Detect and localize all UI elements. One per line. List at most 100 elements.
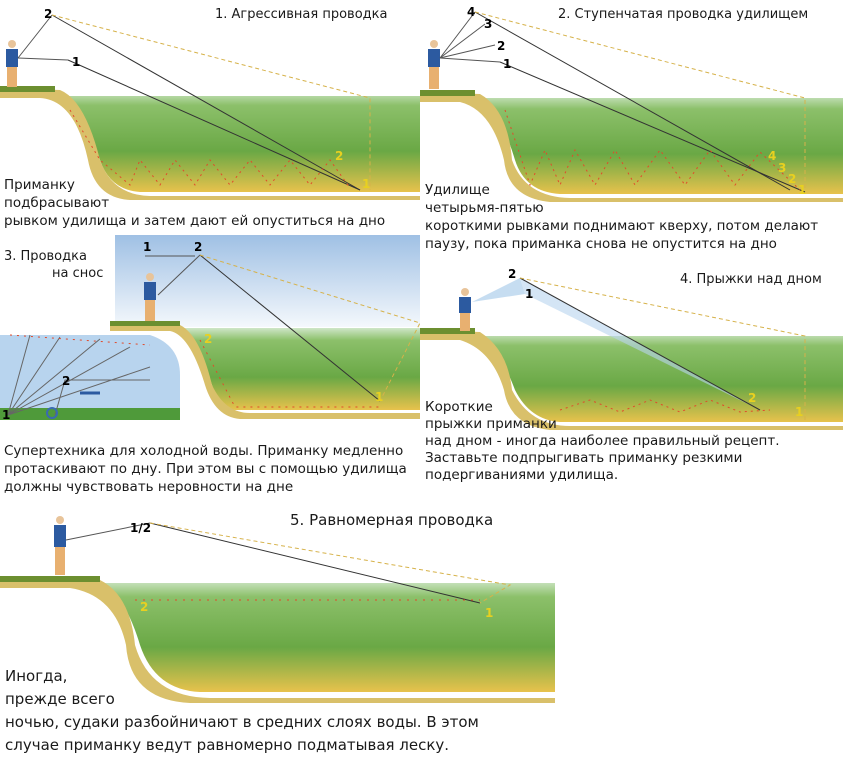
lure-label: 2 bbox=[335, 149, 343, 163]
rod-label: 1/2 bbox=[130, 521, 151, 535]
caption-line: протаскивают по дну. При этом вы с помощ… bbox=[4, 461, 407, 477]
fishing-line bbox=[199, 254, 381, 402]
angler-top-icon bbox=[46, 407, 58, 419]
shore bbox=[420, 92, 843, 202]
rod-label: 2 bbox=[194, 240, 202, 254]
panel-5-illustration: 1/2 2 1 bbox=[0, 516, 555, 703]
lure-label: 1 bbox=[485, 606, 493, 620]
rod-label: 1 bbox=[72, 55, 80, 69]
caption-line: прежде всего bbox=[5, 690, 115, 708]
shore bbox=[0, 88, 420, 200]
caption-line: над дном - иногда наиболее правильный ре… bbox=[425, 433, 780, 449]
panel-title: 2. Ступенчатая проводка удилищем bbox=[558, 7, 809, 22]
panel-steady-retrieve: 1/2 2 1 5. Равномерная проводка Иногда, … bbox=[0, 495, 555, 768]
grass bbox=[0, 86, 55, 92]
caption-line: паузу, пока приманка снова не опустится … bbox=[425, 236, 777, 252]
panel-title: 1. Агрессивная проводка bbox=[215, 7, 388, 22]
fishing-line bbox=[499, 61, 806, 193]
lure-label: 2 bbox=[788, 172, 796, 186]
panel-1-illustration: 2 1 2 1 bbox=[0, 7, 420, 200]
fishing-line bbox=[67, 59, 361, 191]
caption-line: подбрасывают bbox=[4, 195, 110, 211]
caption-line: Удилище bbox=[425, 182, 490, 198]
lure-label: 2 bbox=[140, 600, 148, 614]
caption-line: случае приманку ведут равномерно подматы… bbox=[5, 736, 450, 754]
rod-position-2 bbox=[157, 254, 201, 296]
caption-line: короткими рывками поднимают кверху, пото… bbox=[425, 218, 819, 234]
rod-position bbox=[439, 11, 476, 59]
grass bbox=[0, 576, 100, 582]
fishing-line bbox=[51, 14, 361, 191]
rod-label: 2 bbox=[497, 39, 505, 53]
lure-label: 1 bbox=[795, 405, 803, 419]
rod-position-1 bbox=[17, 57, 69, 61]
panel-title: 3. Проводка bbox=[4, 249, 87, 264]
water bbox=[420, 332, 843, 422]
caption-line: Иногда, bbox=[5, 667, 68, 685]
panel-2-illustration: 4 3 2 1 4 3 2 1 bbox=[420, 5, 843, 202]
lure-path bbox=[559, 399, 771, 413]
caption-line: Приманку bbox=[4, 177, 75, 193]
lure-label: 1 bbox=[798, 183, 806, 197]
shore bbox=[420, 330, 843, 430]
dashed-trajectory bbox=[149, 522, 512, 604]
water bbox=[0, 90, 420, 192]
angler-icon bbox=[6, 40, 18, 87]
water bbox=[420, 94, 843, 194]
caption-line: Заставьте подпрыгивать приманку резкими bbox=[425, 450, 743, 466]
lure-label: 2 bbox=[204, 332, 212, 346]
shore bbox=[0, 578, 555, 703]
dashed-trajectory bbox=[474, 11, 806, 190]
panel-drift-retrieve: 1 2 2 1 2 1 3. Проводка на снос Супертех… bbox=[0, 235, 420, 495]
inset-label: 2 bbox=[62, 374, 70, 388]
rod-label: 1 bbox=[525, 287, 533, 301]
water bbox=[180, 328, 420, 410]
rod-position bbox=[439, 44, 496, 59]
rod-label: 1 bbox=[143, 240, 151, 254]
caption-line: подергиваниями удилища. bbox=[425, 467, 619, 483]
caption-line: Короткие bbox=[425, 399, 493, 415]
fishing-line bbox=[474, 11, 791, 191]
rod-position bbox=[439, 57, 501, 63]
angler-icon bbox=[428, 40, 440, 89]
lure-label: 2 bbox=[748, 391, 756, 405]
angler-icon bbox=[144, 273, 156, 321]
rod bbox=[65, 522, 151, 541]
angler-icon bbox=[459, 288, 471, 331]
inset-label: 1 bbox=[2, 408, 10, 422]
panel-bottom-hops: 2 1 2 1 4. Прыжки над дном Короткие прыж… bbox=[420, 260, 843, 490]
panel-title: 5. Равномерная проводка bbox=[290, 511, 494, 529]
rod-label: 2 bbox=[508, 267, 516, 281]
rod-label: 3 bbox=[484, 17, 492, 31]
caption-line: должны чувствовать неровности на дне bbox=[4, 479, 294, 495]
caption-line: Супертехника для холодной воды. Приманку… bbox=[4, 443, 404, 459]
rod-label: 1 bbox=[503, 57, 511, 71]
grass bbox=[420, 328, 475, 334]
rod-label: 2 bbox=[44, 7, 52, 21]
lure-label: 1 bbox=[375, 390, 383, 404]
fishing-line bbox=[519, 277, 761, 411]
rod-position-2 bbox=[17, 14, 53, 59]
rod-position bbox=[439, 23, 486, 59]
panel-title: 4. Прыжки над дном bbox=[680, 272, 822, 287]
panel-aggressive-retrieve: 2 1 2 1 1. Агрессивная проводка Приманку… bbox=[0, 0, 420, 230]
lure-label: 4 bbox=[768, 149, 776, 163]
grass bbox=[420, 90, 475, 96]
caption-line: четырьмя-пятью bbox=[425, 200, 544, 216]
grass bbox=[110, 321, 180, 326]
caption-line: рывком удилища и затем дают ей опуститьс… bbox=[4, 213, 386, 229]
dashed-trajectory bbox=[519, 277, 806, 420]
lure-path bbox=[504, 109, 801, 191]
rod-sweep bbox=[472, 278, 525, 302]
panel-title: на снос bbox=[52, 266, 104, 281]
water bbox=[0, 580, 555, 692]
sky bbox=[115, 235, 420, 327]
caption-line: прыжки приманки bbox=[425, 416, 557, 432]
fishing-line bbox=[149, 522, 481, 604]
top-view-inset: 2 1 bbox=[0, 334, 180, 422]
lure-label: 3 bbox=[778, 161, 786, 175]
panel-4-illustration: 2 1 2 1 bbox=[420, 267, 843, 430]
panel-3-illustration: 1 2 2 1 2 1 bbox=[0, 235, 420, 422]
caption-line: ночью, судаки разбойничают в средних сло… bbox=[5, 713, 479, 731]
dashed-trajectory bbox=[199, 254, 420, 402]
